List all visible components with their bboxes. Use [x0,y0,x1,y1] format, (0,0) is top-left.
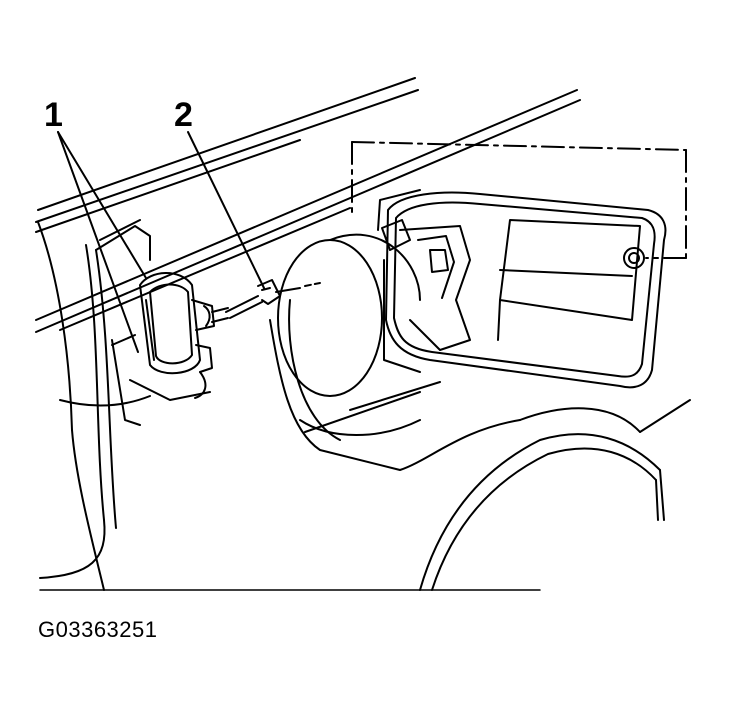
callout-label-1: 1 [44,96,63,134]
actuator-motor [59,272,229,407]
figure-id: G03363251 [38,617,158,642]
fuel-flap [377,189,667,389]
filler-recess [277,233,441,441]
callout-label-2: 2 [174,96,193,134]
reference-frame [351,141,687,259]
left-body-edge [37,219,151,591]
leader-lines [57,131,265,353]
release-rod [225,279,321,319]
wheel-arch [269,319,691,591]
